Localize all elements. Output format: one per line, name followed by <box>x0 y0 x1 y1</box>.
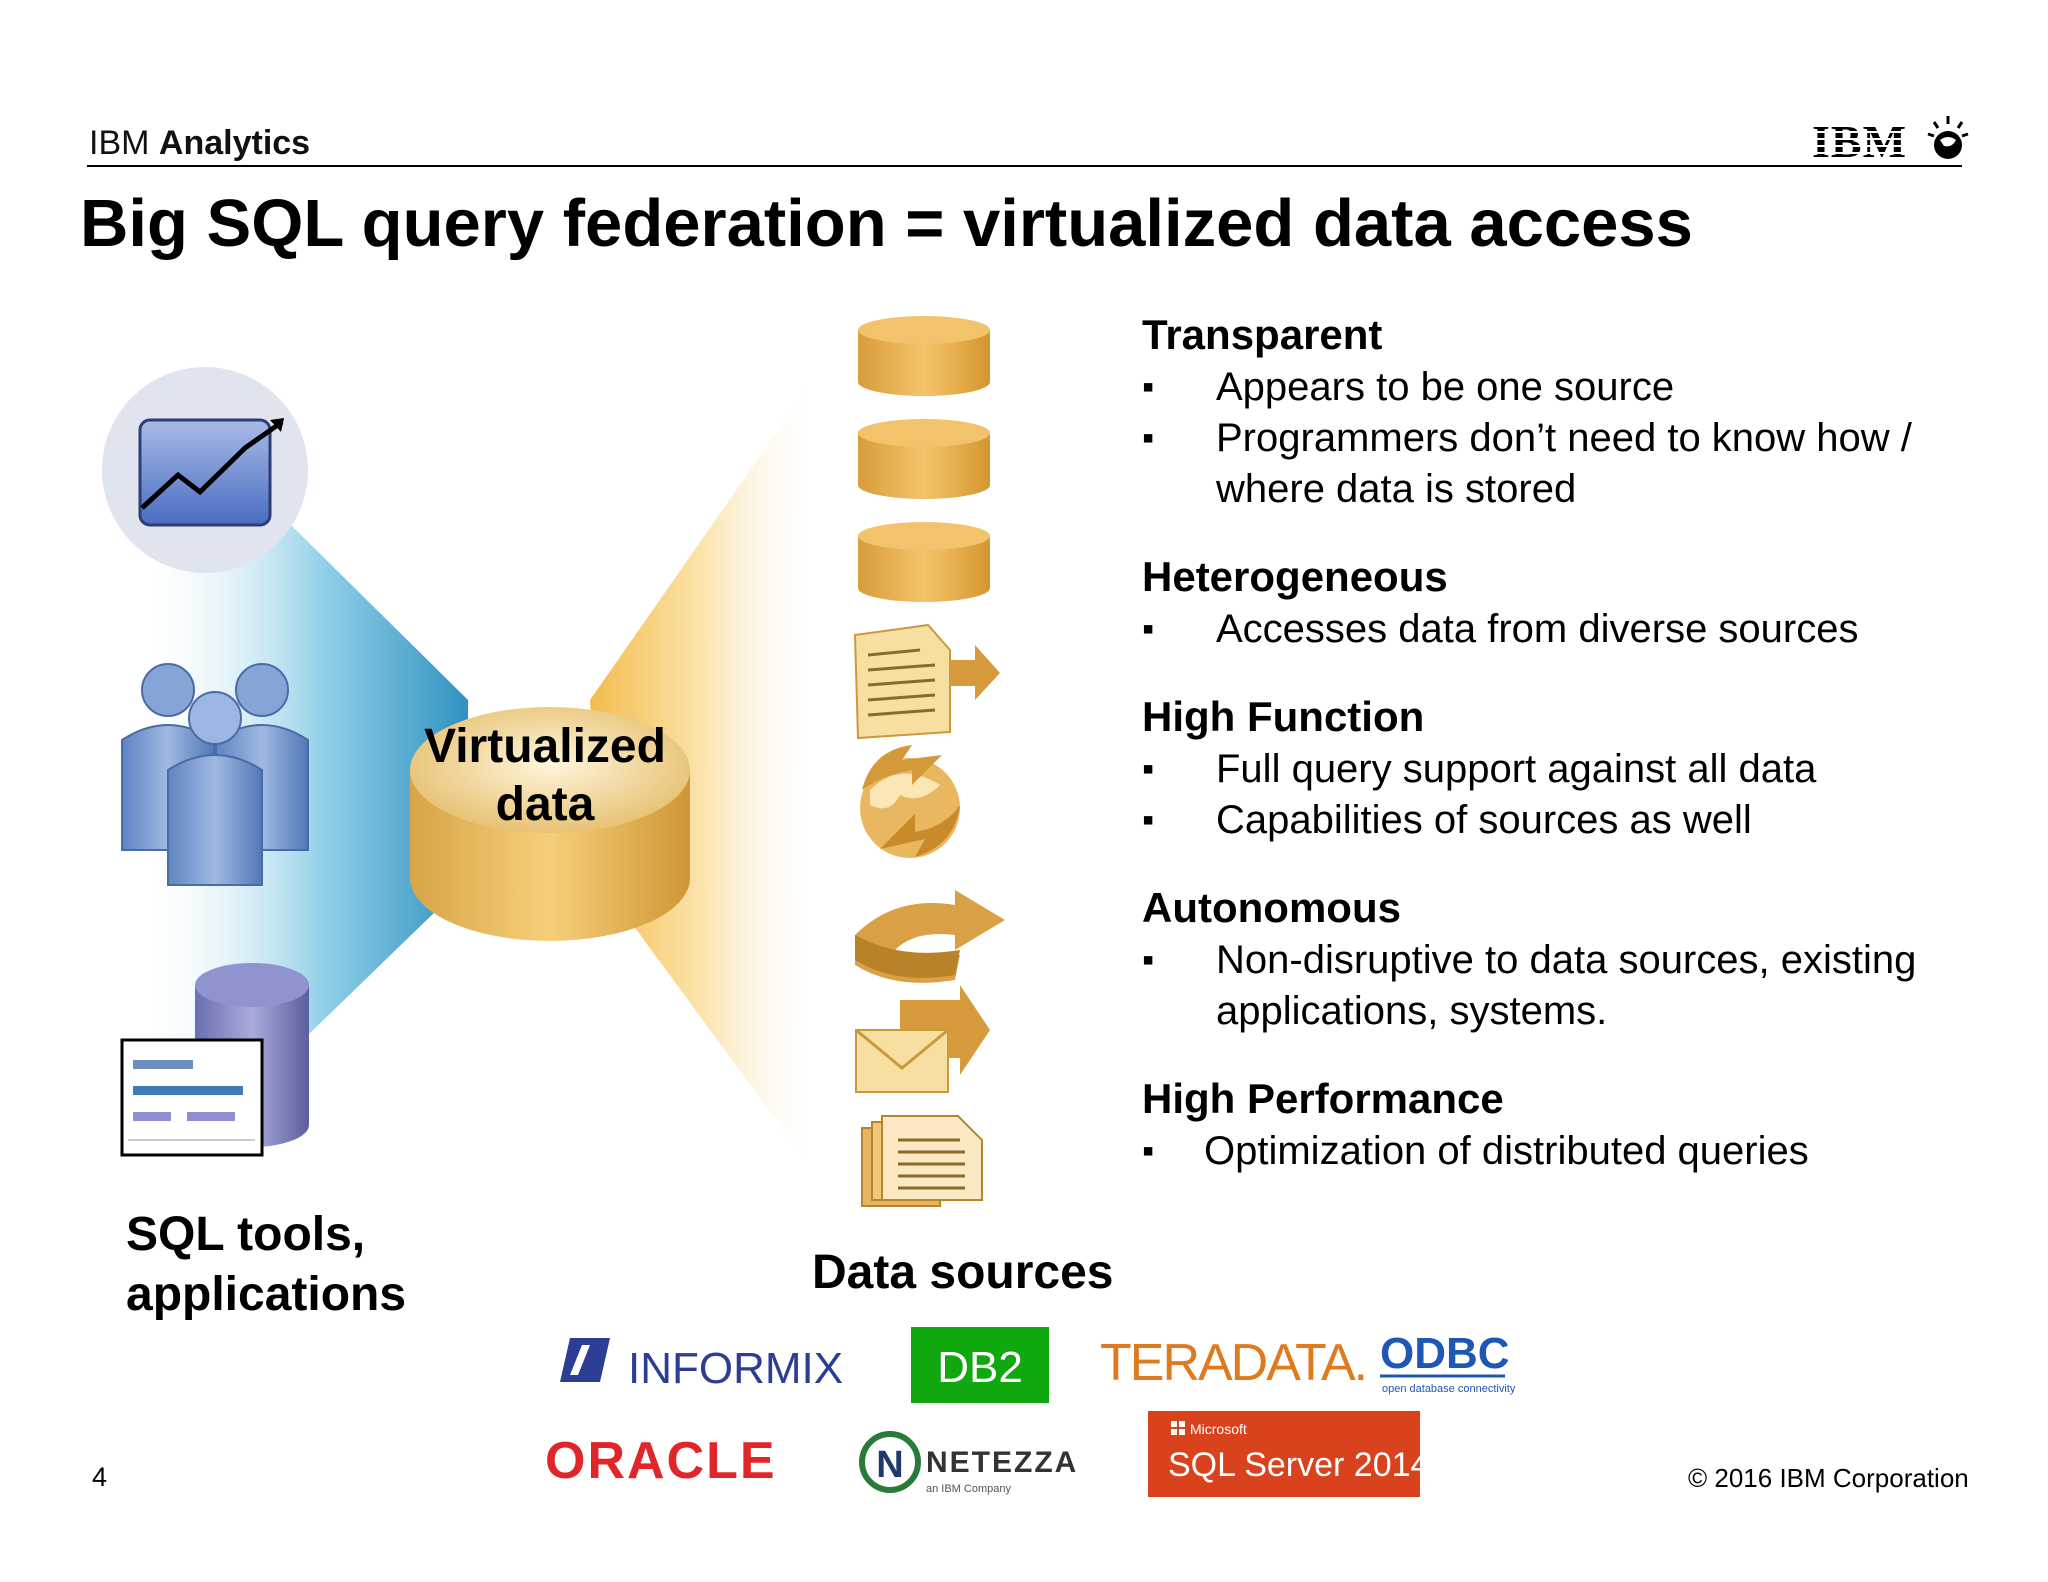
sql-server-small-text: Microsoft <box>1190 1421 1247 1437</box>
database-report-icon <box>120 963 309 1157</box>
feature-bullet: Optimization of distributed queries <box>1142 1126 1962 1177</box>
feature-high-performance: High Performance Optimization of distrib… <box>1142 1074 1962 1177</box>
brand-header: IBM Analytics <box>89 124 310 163</box>
sql-tools-line2: applications <box>126 1268 407 1321</box>
oracle-logo-text: ORACLE <box>545 1432 777 1490</box>
teradata-logo-text: TERADATA. <box>1100 1334 1366 1392</box>
feature-transparent: Transparent Appears to be one source Pro… <box>1142 310 1962 515</box>
brand-analytics: Analytics <box>158 124 311 162</box>
db2-logo: DB2 <box>911 1327 1049 1403</box>
virtualized-data-label: Virtualized data <box>405 718 685 834</box>
odbc-logo: ODBC open database connectivity <box>1380 1329 1516 1395</box>
source-cylinder-3 <box>858 522 990 602</box>
sql-tools-caption: SQL tools, applications <box>126 1205 466 1325</box>
sql-server-logo-text: SQL Server 2014 <box>1168 1446 1429 1484</box>
ibm-logo: IBM <box>1810 116 1969 167</box>
features-panel: Transparent Appears to be one source Pro… <box>1142 310 1962 1214</box>
source-cylinder-2 <box>858 419 990 499</box>
virtualized-label-line1: Virtualized <box>424 720 666 773</box>
email-arrow-icon <box>855 985 990 1093</box>
netezza-logo: N NETEZZA an IBM Company <box>859 1431 1078 1495</box>
netezza-logo-text: NETEZZA <box>926 1446 1078 1479</box>
header-divider <box>87 165 1962 167</box>
source-cylinder-1 <box>858 316 990 396</box>
informix-logo-text: INFORMIX <box>628 1344 843 1393</box>
ibm-logo-text: IBM <box>1812 116 1907 167</box>
teradata-logo: TERADATA. <box>1100 1334 1368 1392</box>
feature-heading: Heterogeneous <box>1142 553 1448 600</box>
document-stack-icon <box>861 1115 983 1207</box>
informix-logo: INFORMIX <box>560 1338 843 1393</box>
feature-heading: Transparent <box>1142 311 1383 358</box>
feature-heterogeneous: Heterogeneous Accesses data from diverse… <box>1142 552 1962 655</box>
feature-bullet: Non-disruptive to data sources, existing… <box>1142 935 1962 1037</box>
odbc-logo-text: ODBC <box>1380 1329 1510 1378</box>
arrow-loop-icon <box>855 890 1005 983</box>
feature-high-function: High Function Full query support against… <box>1142 692 1962 846</box>
db2-logo-text: DB2 <box>937 1343 1023 1392</box>
feature-bullet: Appears to be one source <box>1142 362 1962 413</box>
feature-autonomous: Autonomous Non-disruptive to data source… <box>1142 883 1962 1037</box>
people-group-icon <box>121 663 309 886</box>
feature-bullet: Capabilities of sources as well <box>1142 795 1962 846</box>
virtualized-data-cylinder <box>410 707 690 941</box>
copyright-text: © 2016 IBM Corporation <box>1688 1463 1969 1493</box>
slide-title: Big SQL query federation = virtualized d… <box>80 186 1693 261</box>
brand-ibm: IBM <box>89 124 150 162</box>
netezza-sub-text: an IBM Company <box>926 1483 1011 1495</box>
sql-server-logo: Microsoft SQL Server 2014 <box>1148 1411 1429 1497</box>
odbc-sub-text: open database connectivity <box>1382 1383 1516 1395</box>
feature-heading: High Function <box>1142 693 1425 740</box>
sql-tools-line1: SQL tools, <box>126 1208 366 1261</box>
feature-bullet: Programmers don’t need to know how / whe… <box>1142 413 1962 515</box>
feature-heading: Autonomous <box>1142 884 1401 931</box>
gold-fan <box>590 370 820 1180</box>
document-export-icon <box>853 623 1000 740</box>
web-service-icon <box>860 745 960 858</box>
page-number: 4 <box>92 1462 108 1492</box>
feature-bullet: Full query support against all data <box>1142 744 1962 795</box>
chart-trend-icon <box>102 367 308 573</box>
oracle-logo: ORACLE <box>545 1432 777 1490</box>
virtualized-label-line2: data <box>495 778 595 831</box>
data-sources-caption: Data sources <box>812 1246 1114 1299</box>
feature-bullet: Accesses data from diverse sources <box>1142 604 1962 655</box>
feature-heading: High Performance <box>1142 1075 1504 1122</box>
svg-text:N: N <box>876 1444 903 1486</box>
